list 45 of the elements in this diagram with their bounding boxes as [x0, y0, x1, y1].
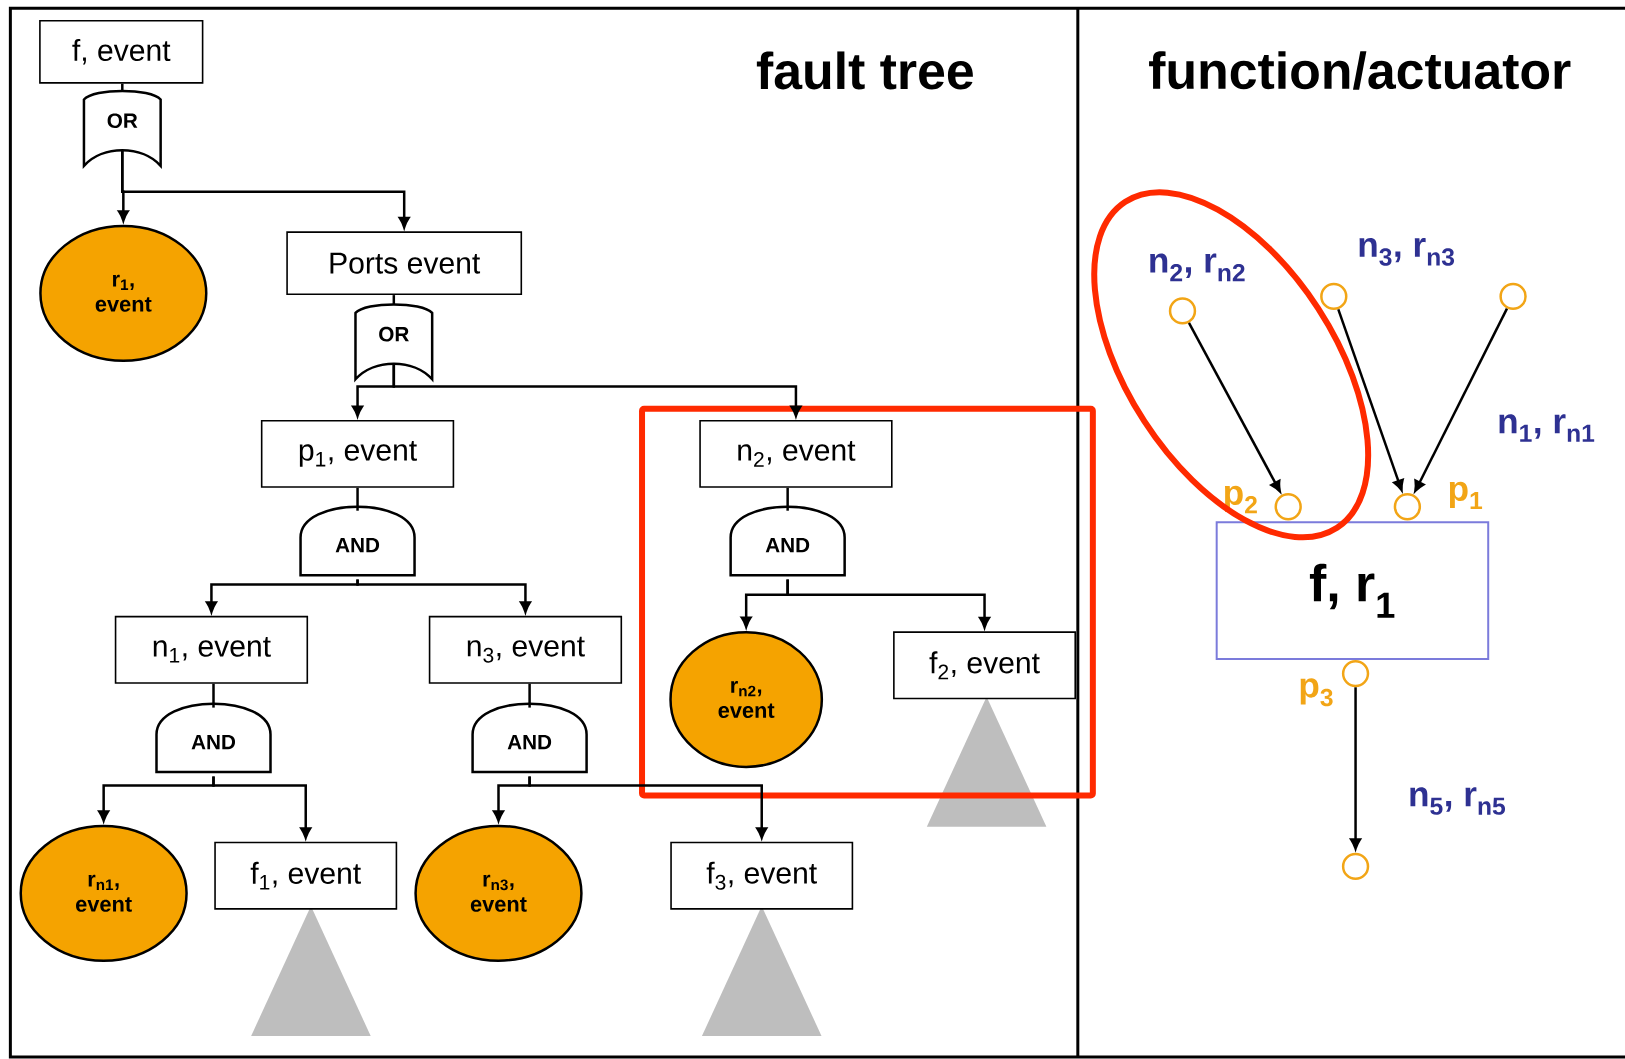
arrow [1337, 308, 1404, 492]
highlight-box [639, 405, 1096, 799]
connector-arrow [121, 150, 410, 229]
and-gate: AND [299, 505, 416, 577]
connector-line [121, 83, 124, 91]
arrow [1187, 322, 1281, 493]
port-circle [1320, 282, 1348, 311]
panel-title: function/actuator [1149, 51, 1571, 90]
connector-arrow [212, 776, 312, 839]
event-box: n$_{3}$, event [428, 615, 623, 684]
connector-line [528, 683, 531, 708]
event-box: Ports event [286, 231, 523, 296]
event-box: f$_{2}$, event [893, 631, 1076, 700]
and-gate: AND [471, 702, 588, 774]
event-box: f$_{3}$, event [670, 841, 854, 910]
or-gate: OR [82, 89, 162, 168]
port-circle [1274, 493, 1302, 521]
connector-arrow [392, 363, 802, 417]
port-circle [1393, 493, 1422, 521]
port-circle [1341, 659, 1370, 688]
function-box: f, r$_{1}$ [1215, 521, 1490, 661]
connector-line [356, 487, 359, 511]
port-label: p$_{3}$ [1300, 678, 1333, 707]
connector-arrow [786, 579, 991, 629]
connector-line [392, 295, 396, 305]
edge-label: n$_{5}$, r$_{n5}$ [1407, 786, 1508, 816]
event-box: f, event [39, 19, 204, 84]
and-gate: AND [155, 702, 272, 774]
event-box: n$_{2}$, event [699, 419, 893, 488]
edge-label: n$_{1}$, r$_{n1}$ [1496, 413, 1597, 443]
or-gate: OR [354, 303, 434, 381]
connector-line [212, 683, 215, 708]
and-gate: AND [729, 505, 846, 577]
event-box: n$_{1}$, event [114, 615, 309, 684]
edge-label: n$_{2}$, r$_{n2}$ [1146, 252, 1248, 283]
event-box: p$_{1}$, event [260, 419, 455, 488]
connector-arrow [528, 776, 768, 839]
edge-label: n$_{3}$, r$_{n3}$ [1356, 236, 1457, 267]
port-circle [1168, 297, 1197, 325]
transfer-triangle [926, 696, 1047, 827]
panel-title: fault tree [756, 51, 973, 90]
connector-line [786, 487, 789, 511]
port-circle [1341, 852, 1370, 881]
port-circle [1499, 282, 1527, 311]
event-box: f$_{1}$, event [214, 841, 398, 910]
